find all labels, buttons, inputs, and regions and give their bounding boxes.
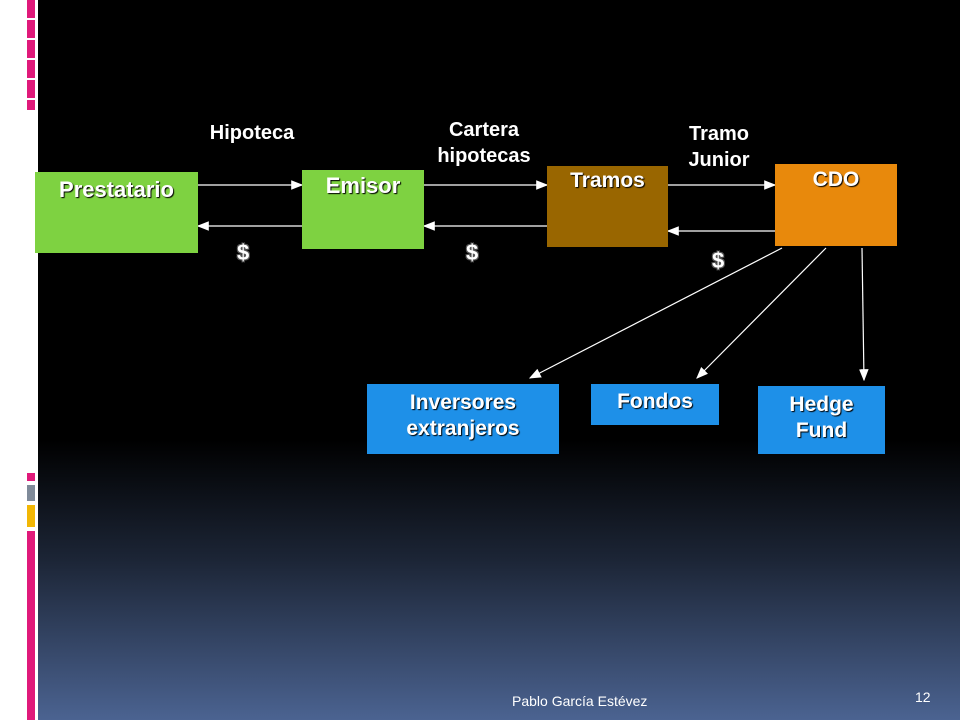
node-prestatario: Prestatario [35,172,198,253]
node-fondos: Fondos [591,384,719,425]
label-dollar-prestatario: $ [237,240,250,265]
label-tramo-junior: Tramo Junior [664,121,774,173]
node-inversores-line1: Inversores [409,391,517,414]
node-hedge-line1: Hedge [789,393,854,416]
label-tramo-line1: Tramo [688,123,750,145]
decor-bar-yellow [27,505,35,527]
node-hedge-line2: Fund [795,419,848,442]
arrow-cdo-fondos [696,247,827,379]
node-tramos-label: Tramos [570,169,645,192]
node-emisor: Emisor [302,170,424,249]
slide-background [38,0,960,720]
arrow-cdo-inversores [528,247,783,379]
node-tramos: Tramos [547,166,668,247]
footer-author: Pablo García Estévez [512,693,648,709]
node-inversores-line2: extranjeros [406,417,520,440]
decor-white-grid [20,0,38,110]
label-cartera-line1: Cartera [448,119,520,141]
label-dollar-tramos: $ [712,248,725,273]
node-hedge-fund: Hedge Fund [758,386,885,454]
label-dollar-emisor: $ [466,240,479,265]
node-inversores-extranjeros: Inversores extranjeros [367,384,559,454]
node-cdo-label: CDO [812,168,860,191]
node-fondos-label: Fondos [617,390,693,413]
label-tramo-line2: Junior [688,149,750,171]
label-hipoteca: Hipoteca [209,122,295,144]
label-cartera-line2: hipotecas [437,145,531,167]
decor-bar-gray [27,485,35,501]
arrow-cdo-hedge [859,247,869,382]
page-number: 12 [915,689,931,705]
decor-bar-pink-1 [27,473,35,481]
node-emisor-label: Emisor [325,173,401,198]
node-prestatario-label: Prestatario [59,177,174,202]
decor-bar-pink-2 [27,531,35,720]
node-cdo: CDO [775,164,897,246]
label-cartera-hipotecas: Cartera hipotecas [414,117,554,169]
